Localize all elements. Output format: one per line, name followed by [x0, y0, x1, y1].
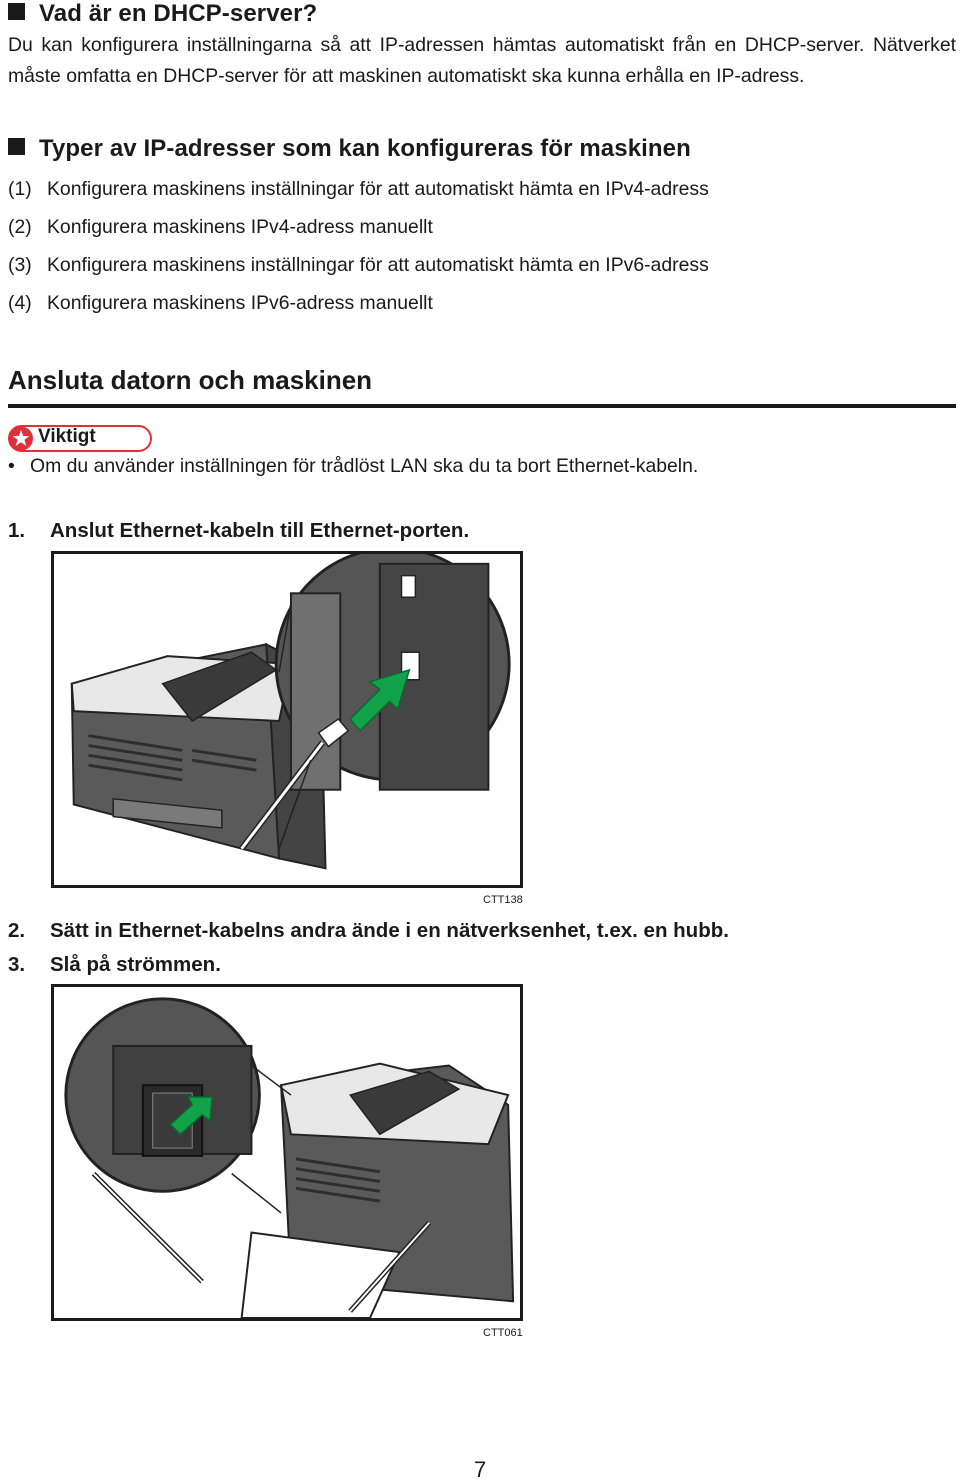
step-number: 3.	[8, 953, 26, 976]
step: 1. Anslut Ethernet-kabeln till Ethernet-p…	[8, 519, 469, 543]
list-item-text: Konfigurera maskinens inställningar för …	[47, 178, 709, 200]
list-item-number: (3)	[8, 254, 32, 276]
step-text: Sätt in Ethernet-kabelns andra ände i en…	[50, 919, 729, 942]
list-item-number: (2)	[8, 216, 32, 238]
printer-ethernet-icon	[70, 554, 511, 870]
important-label: Viktigt	[38, 426, 96, 447]
step-text: Slå på strömmen.	[50, 953, 221, 976]
list-item: (4) Konfigurera maskinens IPv6-adress man…	[8, 292, 433, 315]
important-badge: Viktigt	[8, 425, 153, 452]
list-item: • Om du använder inställningen för trådlö…	[8, 455, 698, 478]
ethernet-connection-illustration	[51, 551, 523, 888]
figure-id: CTT138	[483, 894, 523, 906]
bullet-text: Om du använder inställningen för trådlös…	[30, 455, 699, 477]
list-item: (2) Konfigurera maskinens IPv4-adress man…	[8, 216, 433, 239]
ip-types-heading: Typer av IP-adresser som kan konfigurera…	[8, 135, 691, 163]
list-item-text: Konfigurera maskinens inställningar för …	[47, 254, 709, 276]
printer-power-icon	[64, 997, 515, 1318]
list-item: (3) Konfigurera maskinens inställningar f…	[8, 254, 709, 277]
step-text: Anslut Ethernet-kabeln till Ethernet-por…	[50, 519, 470, 542]
dhcp-heading-text: Vad är en DHCP-server?	[39, 0, 318, 27]
dhcp-text: Du kan konfigurera inställningarna så at…	[8, 34, 956, 87]
power-switch-illustration	[51, 984, 523, 1321]
ip-types-heading-text: Typer av IP-adresser som kan konfigurera…	[39, 135, 691, 162]
list-item: (1) Konfigurera maskinens inställningar f…	[8, 178, 709, 201]
square-bullet-icon	[8, 138, 25, 155]
square-bullet-icon	[8, 3, 25, 20]
figure-id: CTT061	[483, 1327, 523, 1339]
star-icon	[8, 425, 152, 452]
list-item-text: Konfigurera maskinens IPv4-adress manuel…	[47, 216, 433, 238]
section-divider	[8, 404, 956, 408]
dhcp-heading: Vad är en DHCP-server?	[8, 0, 317, 28]
step: 3. Slå på strömmen.	[8, 953, 221, 977]
page-number: 7	[474, 1457, 487, 1482]
section-title: Ansluta datorn och maskinen	[8, 365, 373, 395]
list-item-text: Konfigurera maskinens IPv6-adress manuel…	[47, 292, 433, 314]
step-number: 2.	[8, 919, 26, 942]
step: 2. Sätt in Ethernet-kabelns andra ände i …	[8, 919, 729, 943]
bullet-icon: •	[8, 455, 15, 477]
step-number: 1.	[8, 519, 26, 542]
list-item-number: (1)	[8, 178, 32, 200]
list-item-number: (4)	[8, 292, 32, 314]
